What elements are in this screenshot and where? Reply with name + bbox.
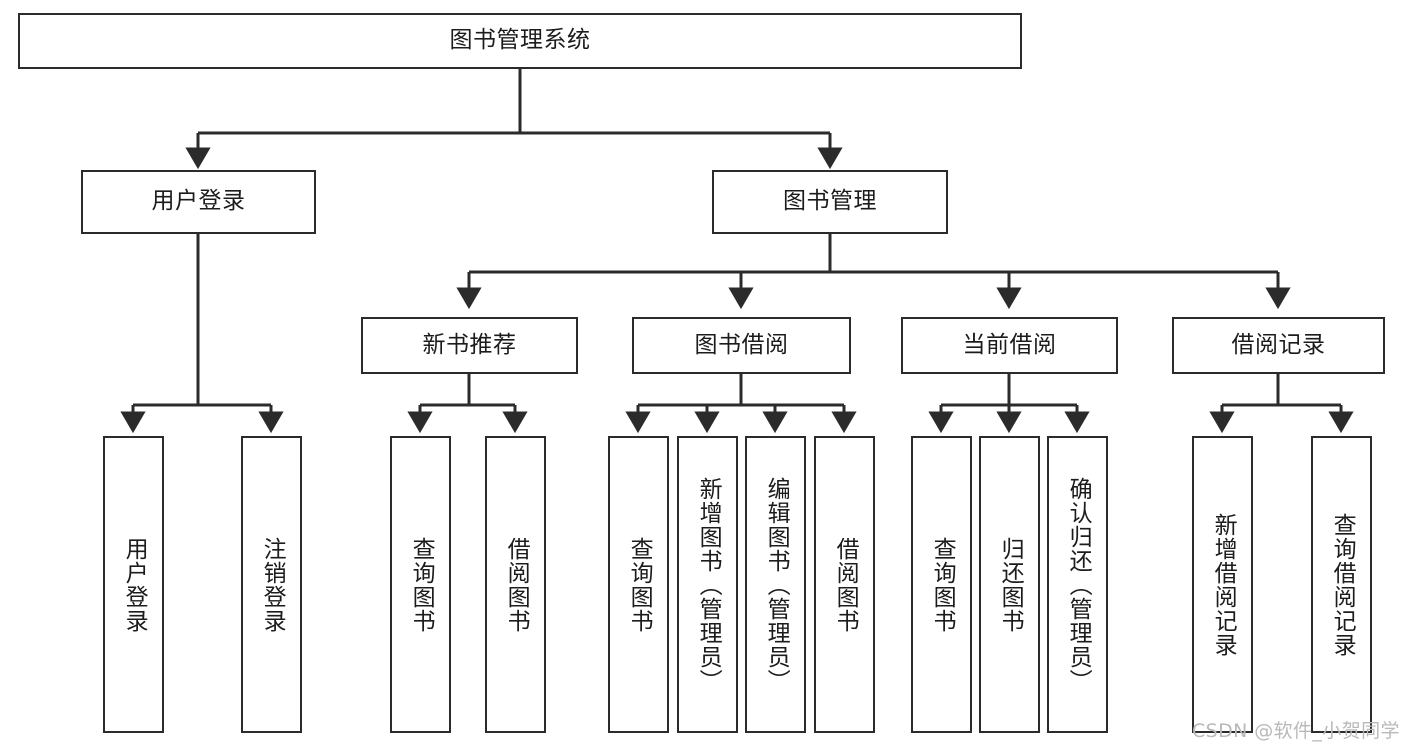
- node-book-borrow[interactable]: 图书借阅: [632, 317, 851, 374]
- node-label: 查询图书: [929, 536, 956, 633]
- current-borrow-to-leaves-connectors: [928, 374, 1090, 434]
- node-leaf-book-borrow-query[interactable]: 查询图书: [608, 436, 669, 733]
- node-label: 借阅记录: [1231, 331, 1326, 358]
- node-new-book-recommend[interactable]: 新书推荐: [361, 317, 578, 374]
- node-label: 查询借阅记录: [1329, 512, 1356, 657]
- root-to-level2-connectors: [185, 69, 843, 170]
- node-label: 图书管理系统: [449, 27, 591, 54]
- book-mgmt-to-level3-connectors: [456, 234, 1291, 310]
- node-label: 查询图书: [626, 536, 653, 633]
- node-label: 图书管理: [783, 188, 877, 215]
- node-label: 当前借阅: [962, 331, 1057, 358]
- node-label: 借阅图书: [832, 536, 859, 633]
- node-borrow-record[interactable]: 借阅记录: [1172, 317, 1385, 374]
- book-borrow-to-leaves-connectors: [625, 374, 857, 434]
- node-leaf-new-book-query[interactable]: 查询图书: [390, 436, 451, 733]
- node-label: 新增借阅记录: [1210, 512, 1237, 657]
- node-label: 编辑图书（管理员）: [763, 476, 790, 693]
- node-leaf-book-borrow-borrow[interactable]: 借阅图书: [814, 436, 875, 733]
- node-label: 查询图书: [408, 536, 435, 633]
- node-leaf-current-borrow-return[interactable]: 归还图书: [979, 436, 1040, 733]
- node-root-book-management-system[interactable]: 图书管理系统: [18, 13, 1022, 69]
- node-label: 用户登录: [151, 188, 246, 215]
- node-leaf-book-borrow-edit[interactable]: 编辑图书（管理员）: [745, 436, 806, 733]
- node-book-management[interactable]: 图书管理: [712, 170, 948, 234]
- node-leaf-borrow-record-add[interactable]: 新增借阅记录: [1192, 436, 1253, 733]
- node-label: 借阅图书: [503, 536, 530, 633]
- node-leaf-book-borrow-add[interactable]: 新增图书（管理员）: [677, 436, 738, 733]
- node-leaf-user-login-logout[interactable]: 注销登录: [241, 436, 302, 733]
- node-label: 图书借阅: [694, 331, 789, 358]
- node-label: 归还图书: [997, 536, 1024, 633]
- node-label: 注销登录: [259, 536, 286, 633]
- node-leaf-new-book-borrow[interactable]: 借阅图书: [485, 436, 546, 733]
- node-leaf-current-borrow-query[interactable]: 查询图书: [911, 436, 972, 733]
- node-user-login[interactable]: 用户登录: [81, 170, 316, 234]
- new-book-recommend-to-leaves-connectors: [407, 374, 528, 434]
- node-label: 确认归还（管理员）: [1065, 476, 1092, 693]
- user-login-to-leaves-connectors: [120, 234, 284, 434]
- node-label: 用户登录: [121, 536, 148, 633]
- node-leaf-user-login-login[interactable]: 用户登录: [103, 436, 164, 733]
- borrow-record-to-leaves-connectors: [1209, 374, 1354, 434]
- node-label: 新增图书（管理员）: [695, 476, 722, 693]
- node-leaf-borrow-record-query[interactable]: 查询借阅记录: [1311, 436, 1372, 733]
- node-current-borrow[interactable]: 当前借阅: [901, 317, 1118, 374]
- node-leaf-current-borrow-confirm-return[interactable]: 确认归还（管理员）: [1047, 436, 1108, 733]
- node-label: 新书推荐: [422, 331, 517, 358]
